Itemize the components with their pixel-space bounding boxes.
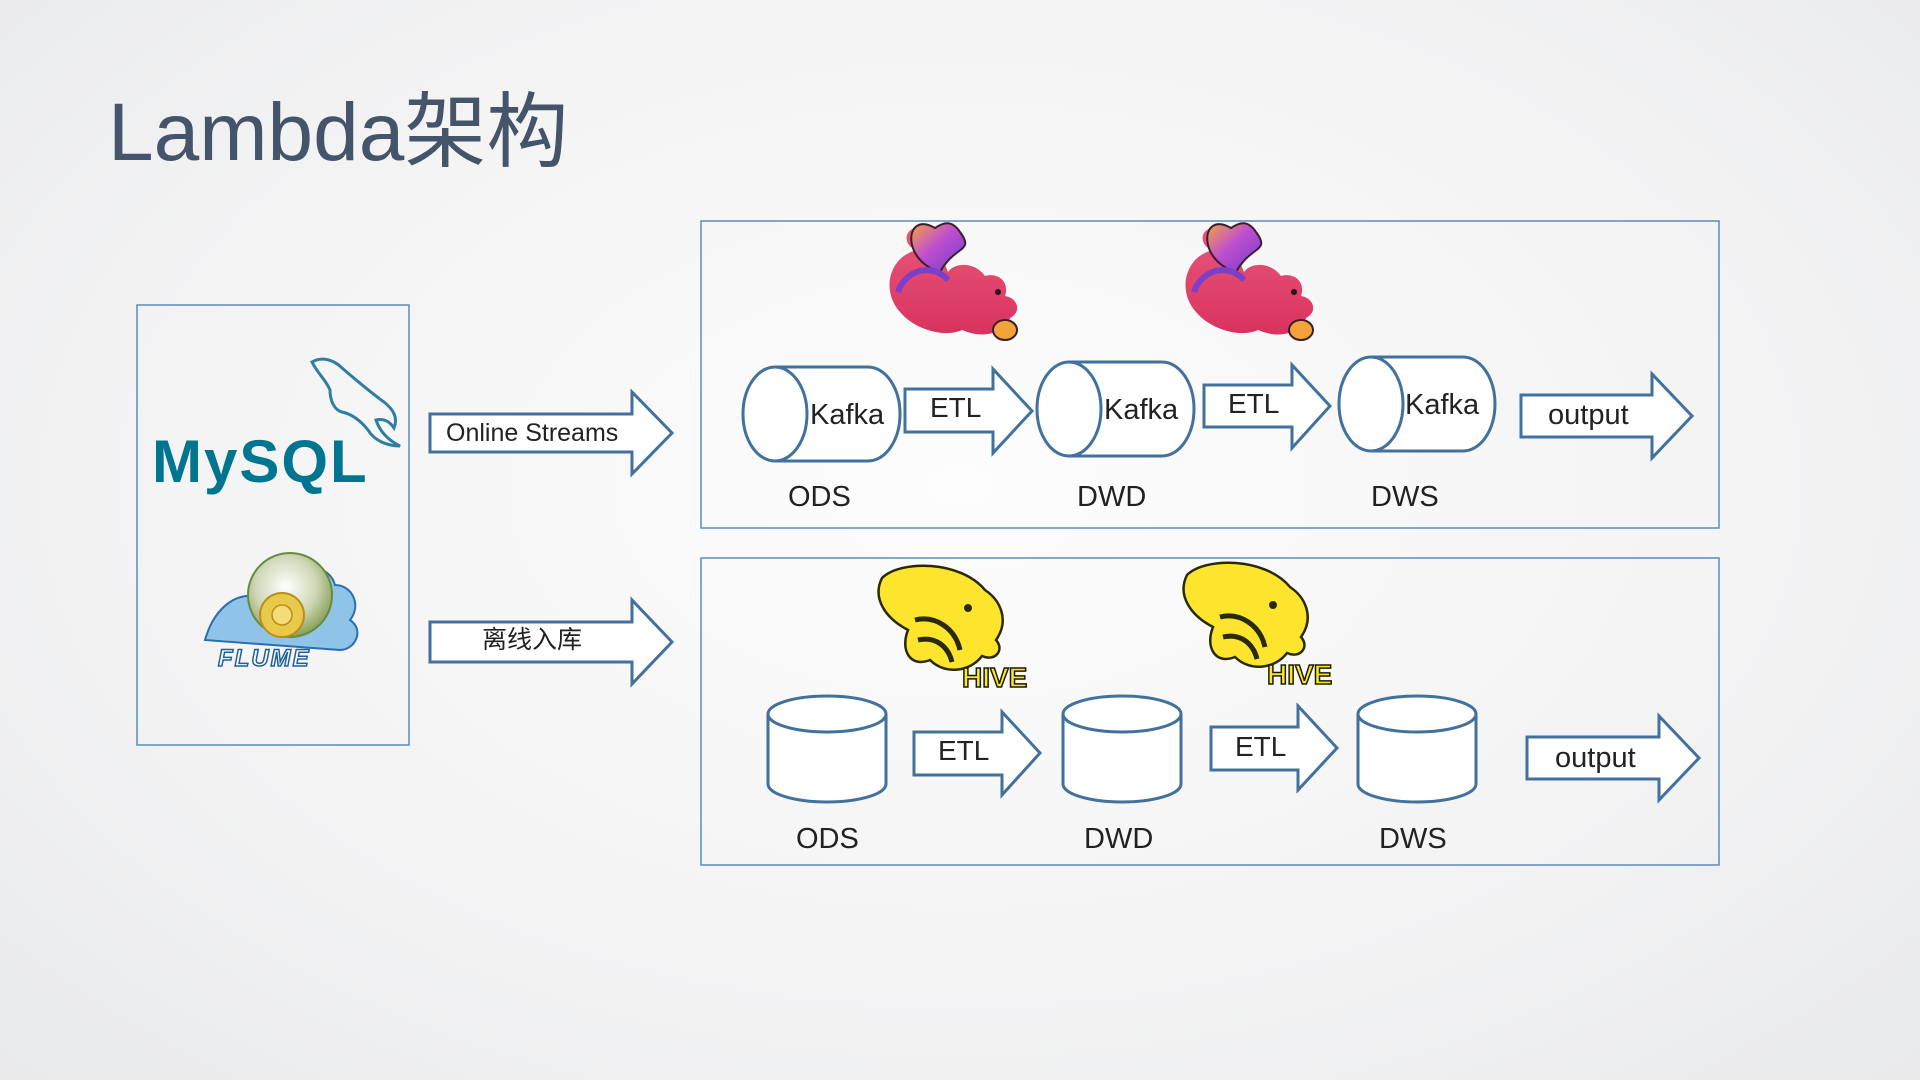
flume-logo: FLUME bbox=[203, 552, 359, 673]
output-label: output bbox=[1548, 399, 1629, 431]
layer-label-ods: ODS bbox=[788, 481, 851, 513]
streaming-etl-arrow: ETL bbox=[1202, 361, 1333, 452]
output-label: output bbox=[1555, 742, 1636, 774]
hive-icon: HIVE bbox=[1182, 561, 1333, 691]
dwd-kafka-cylinder: Kafka bbox=[1035, 360, 1196, 458]
batch-output-arrow: output bbox=[1525, 712, 1702, 804]
online-streams-label: Online Streams bbox=[446, 419, 618, 447]
batch-etl-arrow: ETL bbox=[1209, 702, 1340, 794]
dws-kafka-cylinder: Kafka bbox=[1337, 355, 1497, 453]
layer-label-dwd: DWD bbox=[1077, 481, 1146, 513]
hive-logo-text: HIVE bbox=[962, 662, 1027, 693]
mysql-logo-text: MySQL bbox=[152, 428, 369, 495]
sources-panel bbox=[136, 304, 410, 746]
streaming-panel bbox=[700, 220, 1720, 529]
streaming-output-arrow: output bbox=[1519, 370, 1695, 462]
flink-squirrel-icon bbox=[1185, 222, 1314, 341]
dws-storage-cylinder bbox=[1356, 694, 1478, 804]
kafka-label: Kafka bbox=[1104, 394, 1179, 426]
offline-ingest-arrow bbox=[428, 596, 675, 688]
layer-label-dwd: DWD bbox=[1084, 823, 1153, 855]
etl-label: ETL bbox=[1228, 388, 1279, 419]
batch-etl-arrow: ETL bbox=[912, 708, 1043, 799]
dolphin-icon bbox=[310, 357, 401, 448]
layer-label-dws: DWS bbox=[1379, 823, 1447, 855]
etl-label: ETL bbox=[1235, 731, 1286, 762]
etl-label: ETL bbox=[930, 392, 981, 423]
batch-panel bbox=[700, 557, 1720, 866]
etl-label: ETL bbox=[938, 735, 989, 766]
flink-squirrel-icon bbox=[889, 222, 1018, 341]
layer-label-dws: DWS bbox=[1371, 481, 1439, 513]
mysql-logo: MySQL bbox=[152, 357, 401, 495]
streaming-etl-arrow: ETL bbox=[903, 365, 1035, 457]
kafka-label: Kafka bbox=[1405, 389, 1480, 421]
ods-storage-cylinder bbox=[766, 694, 888, 804]
offline-ingest-label: 离线入库 bbox=[482, 626, 582, 654]
hive-icon: HIVE bbox=[877, 564, 1028, 694]
hive-logo-text: HIVE bbox=[1267, 659, 1332, 690]
dwd-storage-cylinder bbox=[1061, 694, 1183, 804]
ods-kafka-cylinder: Kafka bbox=[741, 365, 902, 463]
flume-logo-text: FLUME bbox=[218, 645, 311, 672]
kafka-label: Kafka bbox=[810, 399, 885, 431]
page-title: Lambda架构 bbox=[108, 87, 568, 178]
online-streams-arrow bbox=[428, 388, 675, 478]
layer-label-ods: ODS bbox=[796, 823, 859, 855]
